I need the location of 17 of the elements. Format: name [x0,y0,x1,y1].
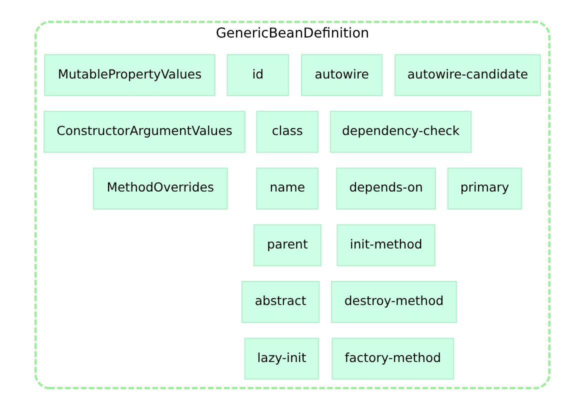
node-box: abstract [241,280,320,323]
node-box: primary [447,168,522,210]
node-box: lazy-init [244,338,320,380]
node-box: MethodOverrides [92,168,228,210]
node-box: depends-on [336,168,436,210]
node-box: factory-method [332,338,454,380]
node-box: id [226,54,290,96]
node-box: name [256,168,319,210]
node-box: destroy-method [331,280,457,323]
node-box: MutablePropertyValues [44,54,216,96]
node-box: dependency-check [330,110,472,153]
node-box: class [256,110,319,153]
node-box: ConstructorArgumentValues [44,110,246,153]
node-box: parent [253,224,322,266]
node-box: init-method [336,224,436,266]
node-box: autowire-candidate [394,54,541,96]
node-box: autowire [301,54,383,96]
